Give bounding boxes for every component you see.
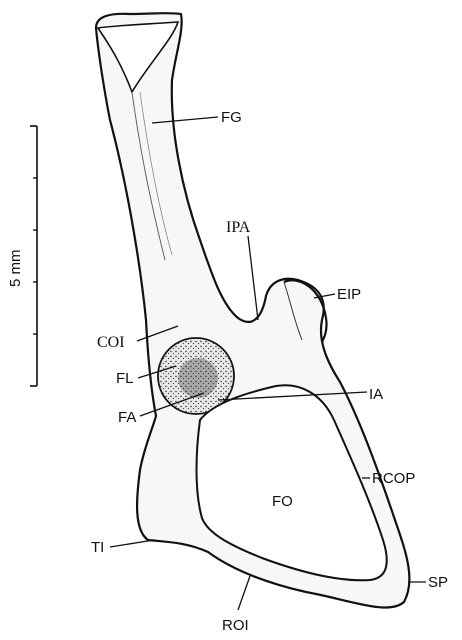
label-fo: FO [272,493,293,510]
label-roi: ROI [222,617,249,634]
scale-bar: 5 mm [7,126,37,386]
label-fa: FA [118,409,136,426]
label-fl: FL [116,370,134,387]
scale-bar-label: 5 mm [7,250,24,288]
label-coi: COI [97,334,125,351]
label-sp: SP [428,574,448,591]
label-rcop: RCOP [372,470,415,487]
label-fg: FG [221,109,242,126]
label-ipa: IPA [226,219,251,236]
label-ia: IA [369,386,383,403]
label-ti: TI [91,539,104,556]
label-eip: EIP [337,286,361,303]
